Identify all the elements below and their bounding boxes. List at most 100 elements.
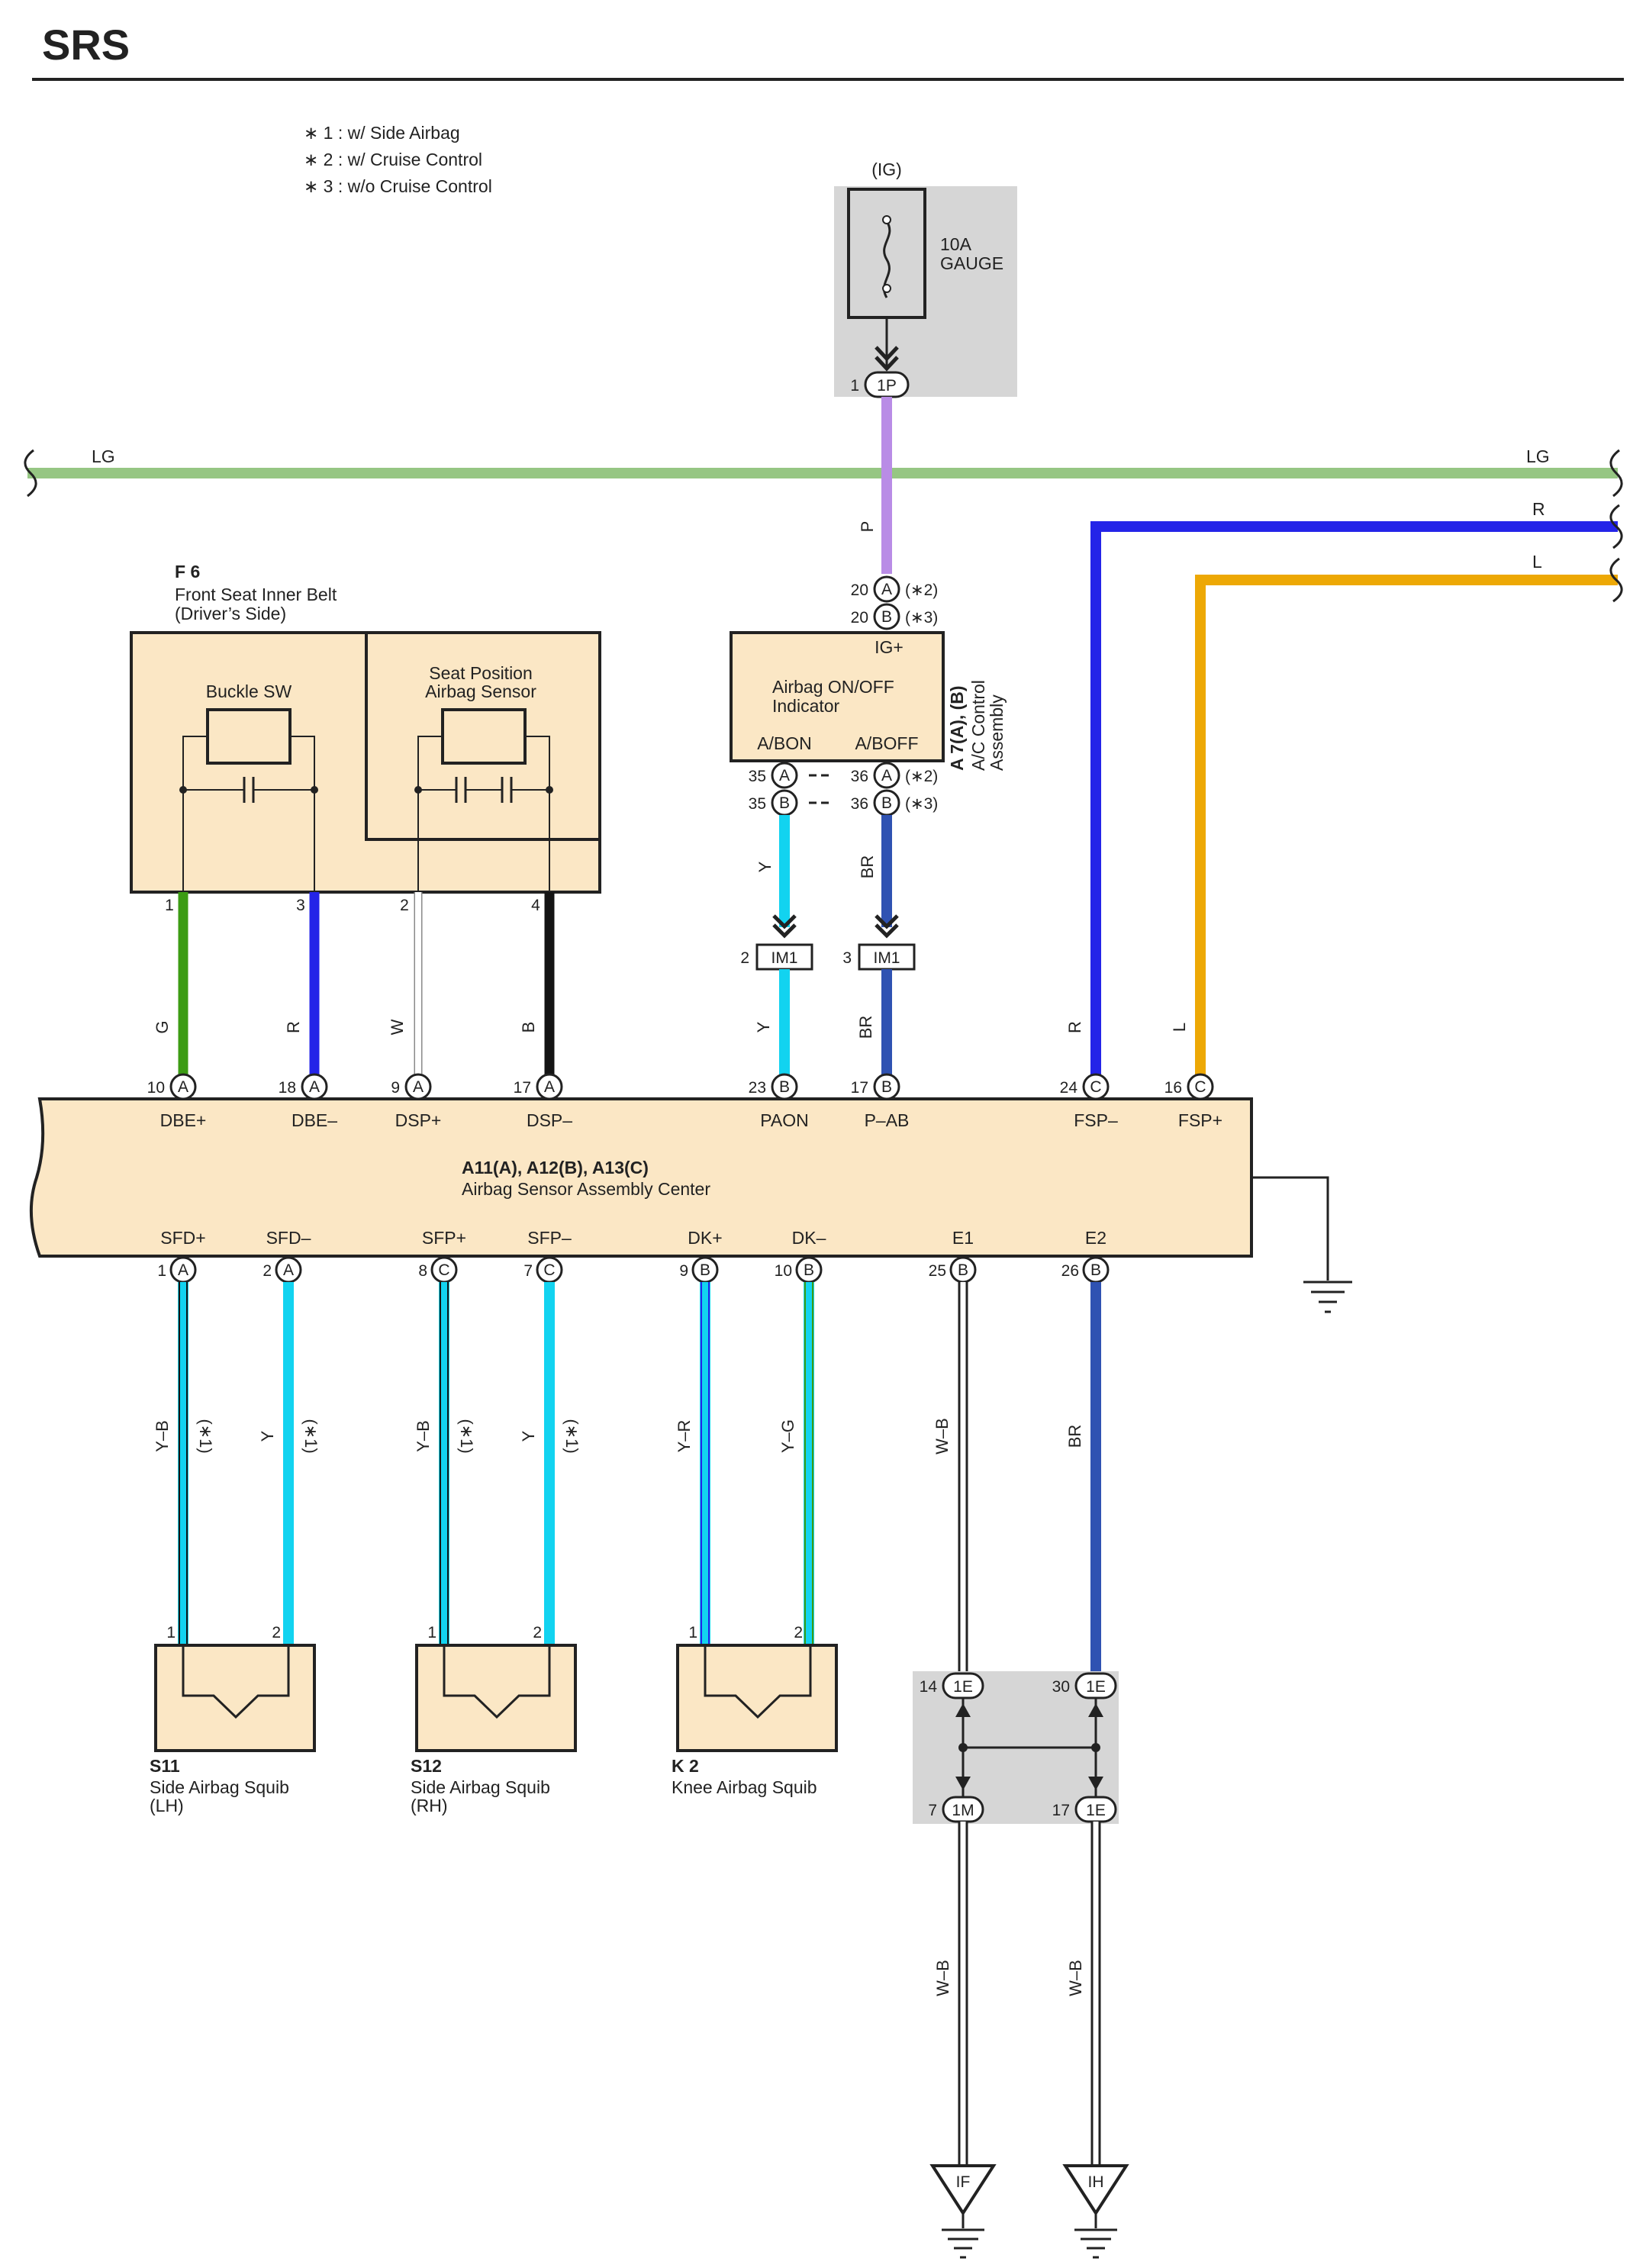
pin-circle <box>404 1073 432 1100</box>
connector-arrow-icon <box>1088 1777 1103 1790</box>
lower-wire: Y–B(∗1) <box>153 1282 215 1645</box>
pin-connector: A <box>309 1078 320 1096</box>
pin-circle <box>771 1073 798 1100</box>
a7-pin-aboff-a-num: 36 <box>851 768 868 785</box>
break-mark-icon <box>1609 449 1623 498</box>
pin-circle <box>873 1073 900 1100</box>
wire-label: R <box>1065 1021 1084 1033</box>
pin-number: 7 <box>523 1262 533 1280</box>
pin-number: 17 <box>851 1079 868 1097</box>
wire-label: W <box>388 1019 407 1035</box>
a7-name-1: Airbag ON/OFF <box>772 677 894 697</box>
pin-signal: DBE+ <box>160 1110 207 1130</box>
connector-arrow-icon <box>1088 1703 1103 1717</box>
a7-pin-abon-b-num: 35 <box>749 795 766 813</box>
a7-pin-abon-a <box>771 762 798 789</box>
pin-signal: SFD+ <box>160 1228 205 1248</box>
squib-side: (LH) <box>150 1796 184 1815</box>
squib-body <box>154 1644 316 1752</box>
pin-signal: SFP+ <box>422 1228 466 1248</box>
junction-tr-conn: 1E <box>1086 1678 1106 1696</box>
im1-connector-right: IM1 3 <box>842 914 916 971</box>
pin-signal: FSP+ <box>1178 1110 1222 1130</box>
pin-connector: B <box>1090 1261 1101 1279</box>
wire-label-y-upper: Y <box>755 861 775 872</box>
squib-element-icon <box>443 1645 551 1719</box>
a7-pin-abon-b-conn: B <box>779 794 790 812</box>
pin-signal: PAON <box>760 1110 808 1130</box>
connector-arrow-icon <box>875 346 899 362</box>
pin-signal: E1 <box>952 1228 974 1248</box>
fuse-connector-label: 1P <box>877 377 897 395</box>
squib-side: (RH) <box>411 1796 448 1815</box>
a7-aboff-label: A/BOFF <box>855 733 918 753</box>
wire-r <box>1090 521 1618 1084</box>
im1-connector-left: IM1 2 <box>740 914 813 971</box>
pin-circle <box>536 1073 563 1100</box>
buckle-sw-label: Buckle SW <box>206 681 292 701</box>
f6-side: (Driver’s Side) <box>175 604 286 623</box>
wire-label: BR <box>1065 1425 1084 1448</box>
a7-ig-label: IG+ <box>875 637 904 657</box>
pin-connector: C <box>1194 1078 1206 1096</box>
squib-code: S12 <box>411 1756 442 1776</box>
wire-note: (∗1) <box>301 1419 321 1453</box>
pin-signal: DK+ <box>688 1228 722 1248</box>
f6-pin-4: 4 <box>531 897 540 914</box>
im1-right-pin: 3 <box>842 949 852 967</box>
a7-abon-label: A/BON <box>757 733 812 753</box>
pin-number: 24 <box>1060 1079 1078 1097</box>
pin-connector: A <box>544 1078 555 1096</box>
squib-element-icon <box>182 1645 290 1719</box>
pin-connector: B <box>958 1261 968 1279</box>
squib-pin-1: 1 <box>166 1624 176 1641</box>
upper-harness: 1 3 2 4 Y BR IM1 2 IM1 3 <box>165 815 916 1074</box>
a7-pin-ig-b-num: 20 <box>851 609 868 627</box>
ecu-name: Airbag Sensor Assembly Center <box>462 1179 710 1199</box>
a7-pin-ig-b-conn: B <box>881 608 892 626</box>
squib-code: K 2 <box>672 1756 699 1776</box>
a7-pin-ig-a-num: 20 <box>851 581 868 599</box>
wire-note: (∗1) <box>196 1419 215 1453</box>
pin-signal: DBE– <box>292 1110 337 1130</box>
ground-harness: W–B W–B IF IH <box>929 1822 1129 2259</box>
pin-signal: SFD– <box>266 1228 311 1248</box>
seatpos-label-1: Seat Position <box>429 663 533 683</box>
ground-ih-label: IH <box>1088 2173 1104 2191</box>
note-2: ∗ 2 : w/ Cruise Control <box>304 150 482 169</box>
fuse-supply-label: (IG) <box>871 159 902 179</box>
pin-signal: FSP– <box>1074 1110 1118 1130</box>
wire-label: Y <box>258 1430 277 1442</box>
pin-signal: P–AB <box>865 1110 910 1130</box>
wire-label: Y–B <box>414 1420 433 1452</box>
junction-tr-pin: 30 <box>1052 1678 1070 1696</box>
connector-arrow-icon <box>772 914 797 929</box>
connector-arrow-icon <box>875 914 899 929</box>
a7-name-2: Indicator <box>772 696 840 716</box>
pin-number: 16 <box>1164 1079 1182 1097</box>
pin-connector: C <box>1090 1078 1101 1096</box>
a7-pin-ig-a <box>873 575 900 603</box>
fuse-rating: 10A <box>940 234 972 254</box>
ecu-bottom-pins: A1SFD+A2SFD–C8SFP+C7SFP–B9DK+B10DK–B25E1… <box>157 1228 1110 1284</box>
pin-circle <box>301 1073 328 1100</box>
a7-desc-1: A/C Control <box>968 680 988 771</box>
pin-connector: A <box>178 1261 188 1279</box>
junction-bl-conn: 1M <box>952 1802 974 1819</box>
wire-label: B <box>519 1022 538 1033</box>
squib-body <box>415 1644 577 1752</box>
pin-signal: E2 <box>1085 1228 1106 1248</box>
ground-if: IF <box>929 2164 997 2259</box>
a7-pin-aboff-a-conn: A <box>881 767 892 784</box>
wire-label-br-upper: BR <box>858 855 877 879</box>
